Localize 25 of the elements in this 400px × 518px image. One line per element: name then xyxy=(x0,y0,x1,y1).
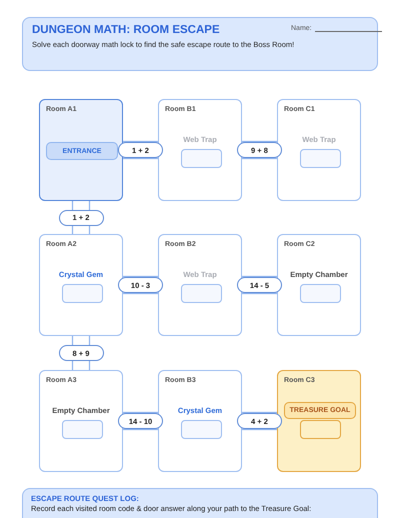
quest-log-panel xyxy=(22,488,378,518)
answer-box xyxy=(300,284,340,303)
room-box xyxy=(277,370,361,472)
corridor xyxy=(241,140,278,160)
room-box xyxy=(158,99,242,201)
room-box xyxy=(39,370,123,472)
answer-box xyxy=(62,420,102,439)
answer-box xyxy=(300,149,340,168)
corridor xyxy=(241,412,278,430)
answer-box xyxy=(180,149,222,168)
worksheet-title: DUNGEON MATH: ROOM ESCAPE xyxy=(32,23,220,37)
room-box xyxy=(277,234,361,336)
answer-box xyxy=(62,284,102,303)
room-box xyxy=(158,370,242,472)
corridor xyxy=(122,276,159,294)
answer-box xyxy=(180,284,222,303)
room-box xyxy=(158,234,242,336)
room-box xyxy=(39,99,123,201)
corridor xyxy=(241,276,278,294)
corridor xyxy=(122,412,159,430)
answer-box xyxy=(180,420,222,439)
room-box xyxy=(39,234,123,336)
answer-box xyxy=(300,420,340,439)
corridor xyxy=(122,140,159,160)
room-box xyxy=(277,99,361,201)
